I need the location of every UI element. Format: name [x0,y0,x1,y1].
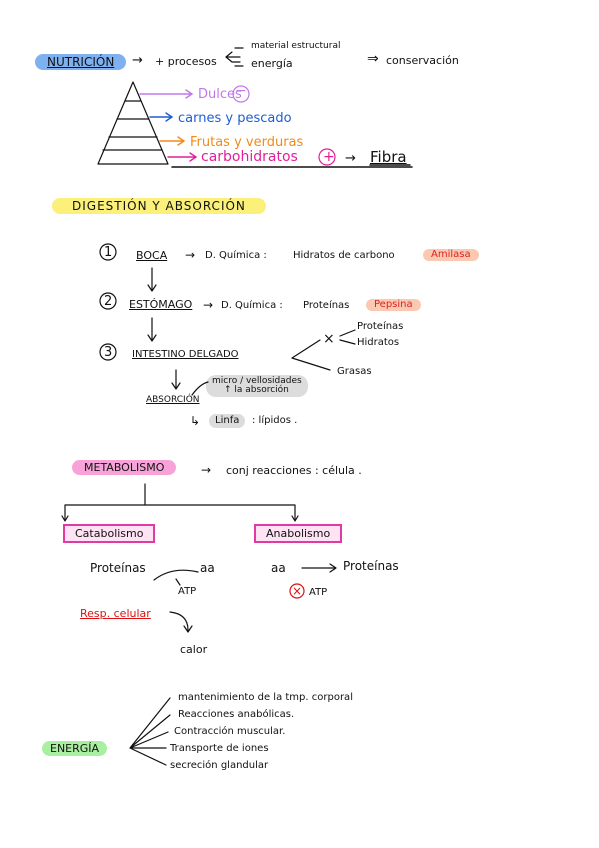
step-boca: BOCA [136,249,168,262]
split-arrow-icon [225,51,241,58]
material-text: material estructural [251,41,341,51]
energia-title: ENERGÍA [42,741,108,756]
resp-celular: Resp. celular [80,607,151,620]
ana-proteinas: Proteínas [343,559,399,573]
energia-item: Reacciones anabólicas. [178,709,295,720]
arrow-right-icon: → [203,298,214,312]
arrow-right-icon: → [201,463,212,477]
lipidos-text: : lípidos . [252,415,298,426]
digestion-title: DIGESTIÓN Y ABSORCIÓN [52,198,266,214]
grasas-text: Grasas [337,366,372,377]
pyramid-carnes: carnes y pescado [178,111,292,126]
conservacion-text: conservación [386,54,459,67]
arrow-right-icon: → [132,53,143,68]
pyramid-carbohidratos: carbohidratos [201,149,298,165]
fibra-text: Fibra [370,148,407,166]
metabolismo-title: METABOLISMO [72,460,177,475]
hook-arrow-icon: ↳ [190,414,201,428]
down-arrow-icon [147,317,157,342]
energia-item: secreción glandular [170,760,269,771]
energia-text: energía [251,57,293,70]
cat-proteinas: Proteínas [90,561,146,575]
catabolismo-box: Catabolismo [63,524,156,543]
cat-atp: ATP [178,586,197,597]
step-number-3: 3 [104,345,113,360]
dq-label: D. Química : [205,250,267,261]
step-estomago: ESTÓMAGO [129,298,193,311]
step-intestino: INTESTINO DELGADO [132,349,239,360]
energia-item: mantenimiento de la tmp. corporal [178,692,353,703]
metabolismo-desc: conj reacciones : célula . [226,464,362,477]
ana-aa: aa [271,561,286,575]
proteinas-text: Proteínas [357,321,404,332]
step-number-1: 1 [104,245,113,260]
hidratos-text: Hidratos [357,337,400,348]
food-pyramid [97,81,169,165]
arrow-right-icon: → [345,151,356,166]
arrow-right-icon [301,563,337,573]
cat-aa: aa [200,561,215,575]
energia-item: Contracción muscular. [174,726,286,737]
dq-label: D. Química : [221,300,283,311]
down-arrow-icon [147,267,157,292]
x-mark-icon: × [323,331,335,347]
linfa-badge: Linfa [209,414,246,428]
arrow-right-icon: → [185,248,196,262]
calor-text: calor [180,643,208,656]
ana-atp: ATP [309,587,328,598]
plus-circle-icon: + [323,149,335,165]
procesos-text: + procesos [155,55,217,68]
enzyme-badge: Pepsina [366,299,421,311]
step-item: Hidratos de carbono [293,250,395,261]
enzyme-badge: Amilasa [423,249,479,261]
anabolismo-box: Anabolismo [254,524,343,543]
absorcion-text: ABSORCIÓN [146,395,200,405]
nutricion-title: NUTRICIÓN [35,54,127,70]
pyramid-frutas: Frutas y verduras [190,135,304,150]
step-number-2: 2 [104,294,113,309]
step-item: Proteínas [303,300,350,311]
implies-icon: ⇒ [367,51,379,67]
pyramid-dulces: Dulces [198,87,242,102]
down-arrow-icon [171,369,181,390]
micro-badge: micro / vellosidades↑ la absorción [206,375,308,397]
x-circle-icon: × [292,584,303,598]
minus-circle-icon: − [235,83,247,99]
energia-item: Transporte de iones [170,743,269,754]
